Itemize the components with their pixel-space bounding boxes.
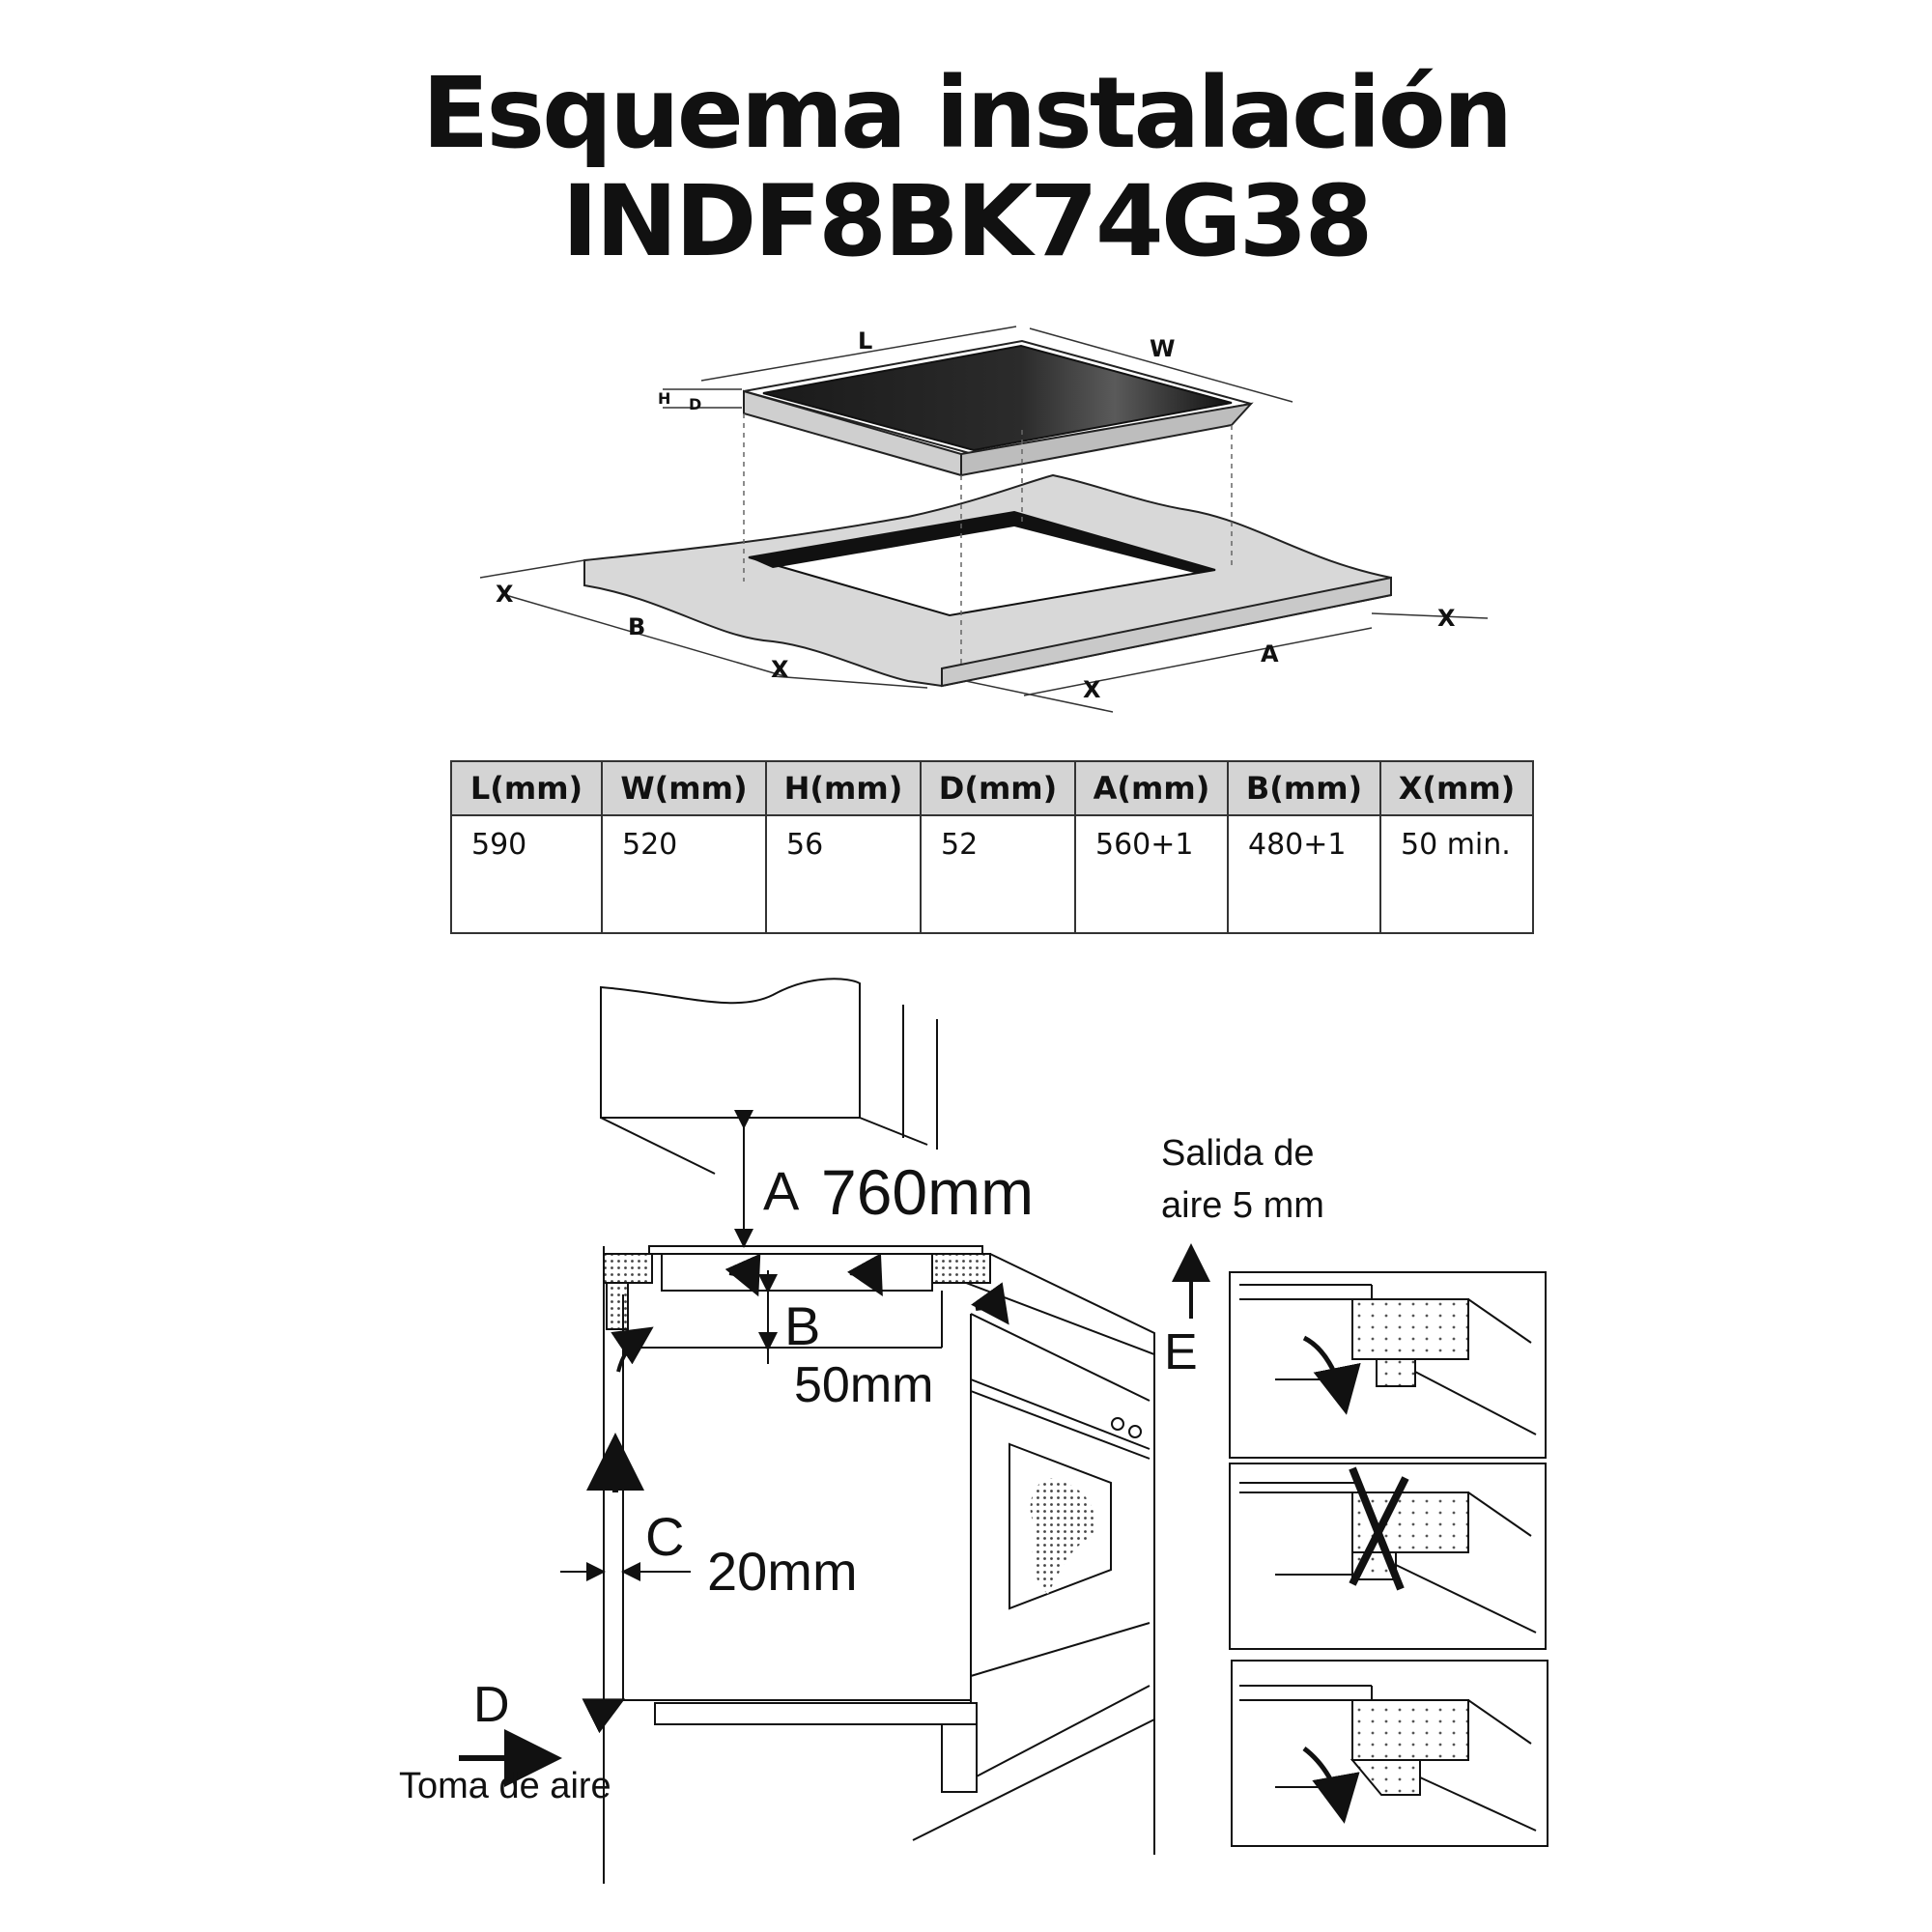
dimension-lines xyxy=(479,326,1489,713)
page-title: Esquema instalación xyxy=(421,56,1514,171)
table-header-row: L(mm) W(mm) H(mm) D(mm) A(mm) B(mm) X(mm… xyxy=(450,760,1534,816)
detail-panel-correct-1 xyxy=(1229,1271,1547,1459)
label-c-letter: C xyxy=(645,1506,685,1567)
label-e-caption-line2: aire 5 mm xyxy=(1161,1185,1324,1226)
cabinet-section xyxy=(459,978,1210,1884)
value-x: 50 min. xyxy=(1379,814,1534,934)
model-number: INDF8BK74G38 xyxy=(561,164,1373,279)
projection-lines xyxy=(743,413,1233,668)
detail-panel-incorrect xyxy=(1229,1463,1547,1650)
label-c-value: 20mm xyxy=(707,1541,858,1602)
col-b-header: B(mm) xyxy=(1227,760,1381,816)
label-b-value: 50mm xyxy=(794,1357,934,1413)
dim-label-w: W xyxy=(1150,335,1175,362)
value-h: 56 xyxy=(765,814,922,934)
detail-panel-correct-2 xyxy=(1231,1660,1548,1847)
dim-label-d: D xyxy=(689,395,701,413)
col-x-header: X(mm) xyxy=(1379,760,1534,816)
label-e-caption-line1: Salida de xyxy=(1161,1133,1315,1174)
value-b: 480+1 xyxy=(1227,814,1381,934)
dim-label-x-left: X xyxy=(496,581,514,608)
dim-label-h: H xyxy=(658,389,670,408)
label-e-letter: E xyxy=(1164,1324,1198,1380)
dim-label-a: A xyxy=(1261,640,1279,668)
label-d-caption: Toma de aire xyxy=(399,1766,611,1806)
col-w-header: W(mm) xyxy=(601,760,767,816)
dim-label-l: L xyxy=(858,327,872,355)
worktop xyxy=(583,473,1392,688)
value-a: 560+1 xyxy=(1074,814,1229,934)
col-l-header: L(mm) xyxy=(450,760,603,816)
table-row: 590 520 56 52 560+1 480+1 50 min. xyxy=(450,814,1534,934)
value-w: 520 xyxy=(601,814,767,934)
dim-label-b: B xyxy=(628,613,645,640)
dim-label-x-front: X xyxy=(771,656,789,683)
dimensions-table: L(mm) W(mm) H(mm) D(mm) A(mm) B(mm) X(mm… xyxy=(450,760,1534,934)
dim-label-x-right: X xyxy=(1437,605,1456,632)
label-d-letter: D xyxy=(473,1677,510,1733)
label-b-letter: B xyxy=(784,1295,821,1356)
label-a-letter: A xyxy=(763,1160,800,1221)
col-h-header: H(mm) xyxy=(765,760,922,816)
dim-label-x-bottom: X xyxy=(1083,676,1101,703)
value-l: 590 xyxy=(450,814,603,934)
col-d-header: D(mm) xyxy=(920,760,1076,816)
label-a-value: 760mm xyxy=(821,1156,1035,1228)
value-d: 52 xyxy=(920,814,1076,934)
col-a-header: A(mm) xyxy=(1074,760,1229,816)
